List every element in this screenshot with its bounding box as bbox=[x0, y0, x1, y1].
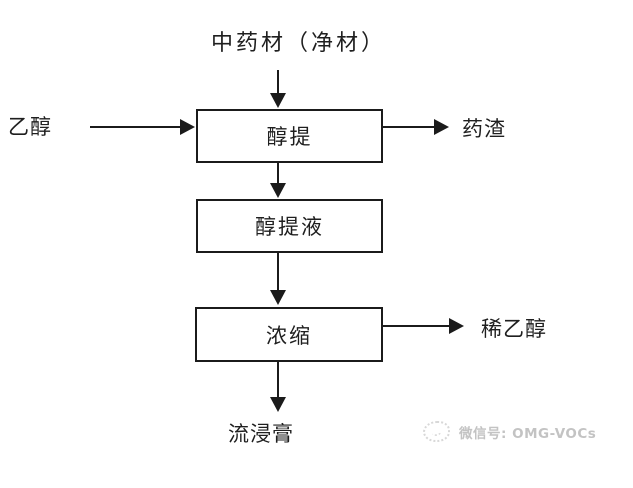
process-box-concentration-label: 浓缩 bbox=[266, 323, 312, 348]
node-ethanol-label: 乙醇 bbox=[8, 115, 52, 139]
arrow-extract-liquid-to-concentration bbox=[277, 253, 279, 291]
arrow-concentration-to-fluid-extract bbox=[277, 362, 279, 398]
node-residue-label: 药渣 bbox=[462, 117, 506, 141]
arrow-extraction-to-residue bbox=[383, 126, 435, 128]
arrow-ethanol-to-extraction bbox=[90, 126, 181, 128]
node-raw-material-label: 中药材（净材） bbox=[211, 31, 387, 56]
process-box-extraction: 醇提 bbox=[196, 109, 383, 163]
process-box-extract-liquid: 醇提液 bbox=[196, 199, 383, 253]
process-box-extraction-label: 醇提 bbox=[266, 125, 313, 149]
node-fluid-extract-label: 流浸膏 bbox=[228, 422, 294, 446]
arrow-concentration-to-dilute-ethanol bbox=[383, 325, 450, 327]
omg-vocs-logo-icon bbox=[423, 421, 450, 442]
arrow-material-to-extraction bbox=[277, 70, 279, 94]
arrow-extraction-to-extract-liquid bbox=[277, 163, 279, 184]
process-box-extract-liquid-label: 醇提液 bbox=[255, 215, 324, 239]
watermark: 微信号: OMG-VOCs bbox=[423, 421, 596, 442]
process-box-concentration: 浓缩 bbox=[195, 307, 383, 362]
node-dilute-ethanol-label: 稀乙醇 bbox=[481, 317, 547, 341]
watermark-wechat-id: 微信号: OMG-VOCs bbox=[459, 425, 597, 442]
